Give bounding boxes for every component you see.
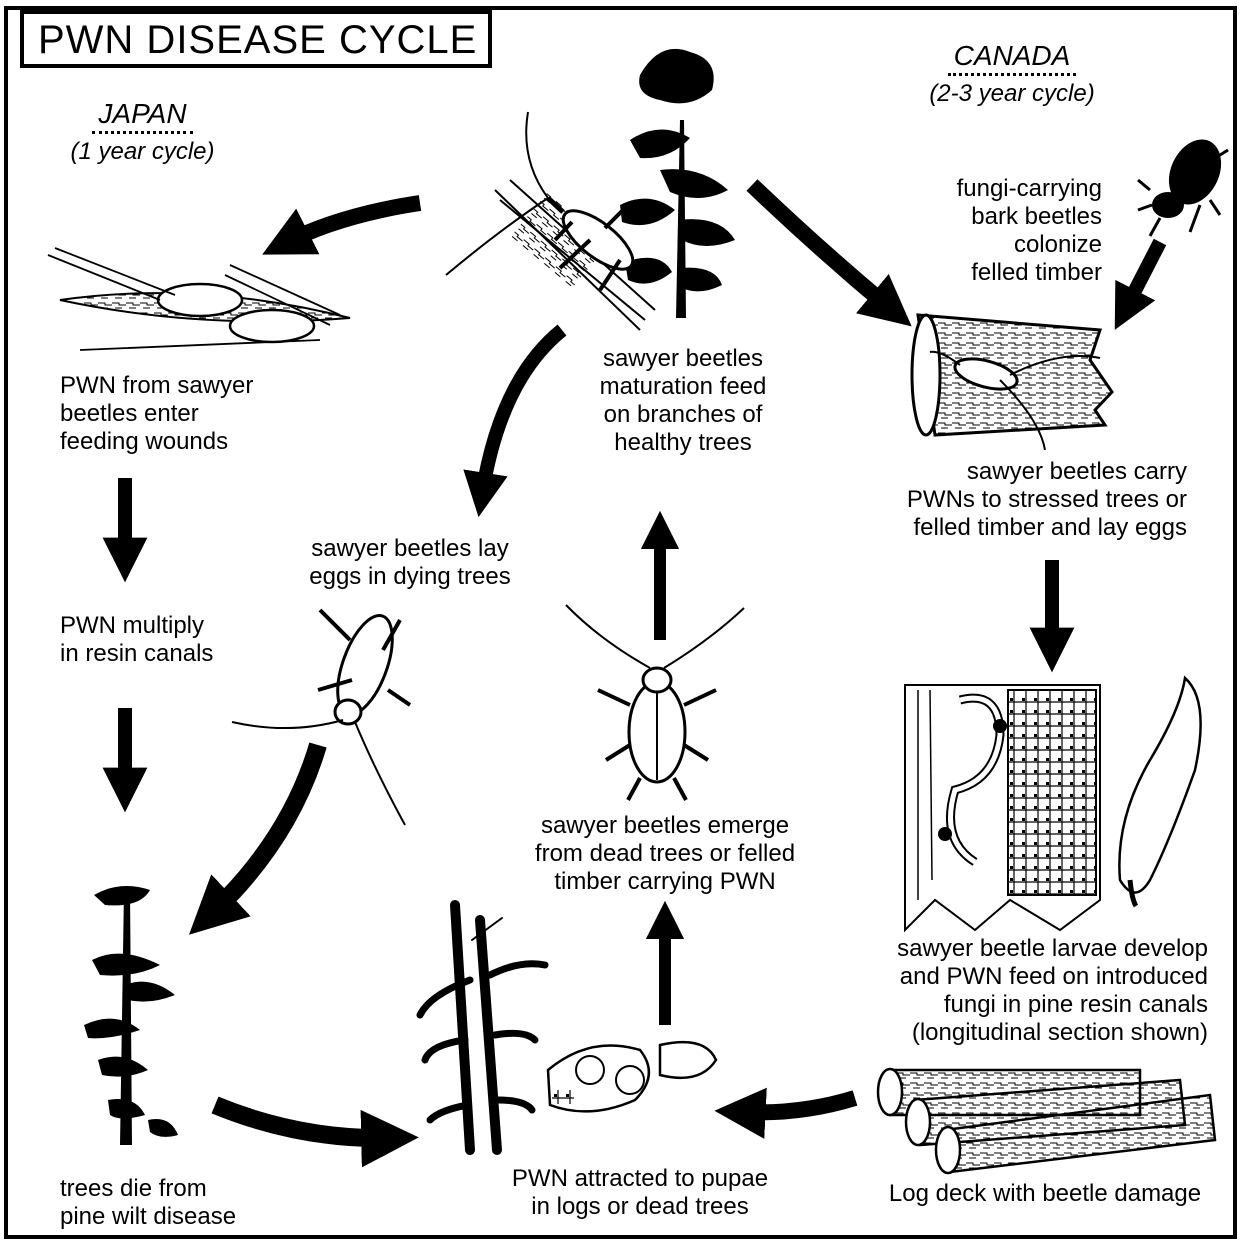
label-enter-wounds: PWN from sawyer beetles enter feeding wo… (60, 372, 253, 456)
label-emerge: sawyer beetles emerge from dead trees or… (510, 812, 820, 896)
dead-trees-illustration (420, 905, 545, 1150)
label-bark-beetles: fungi-carrying bark beetles colonize fel… (900, 175, 1102, 287)
arrow-to-dead-trees (215, 1105, 390, 1138)
felled-log-illustration (912, 315, 1112, 450)
bark-beetle-illustration (1138, 131, 1231, 236)
diagram-title: PWN DISEASE CYCLE (20, 10, 492, 68)
label-carry-pwn: sawyer beetles carry PWNs to stressed tr… (880, 458, 1187, 542)
arrow-to-wounds (285, 203, 420, 243)
log-deck-illustration (878, 1069, 1215, 1173)
feeding-wound-twig-illustration (48, 248, 350, 350)
arrow-to-dying-tree (210, 745, 318, 915)
japan-region-label: JAPAN (1 year cycle) (55, 98, 230, 166)
larva-illustration (1119, 678, 1200, 906)
label-maturation-feed: sawyer beetles maturation feed on branch… (568, 345, 798, 457)
healthy-tree-illustration (620, 49, 735, 318)
pupae-illustration (548, 1042, 716, 1111)
label-pupae: PWN attracted to pupae in logs or dead t… (490, 1165, 790, 1221)
arrow-log-deck-to-pupae (740, 1098, 855, 1112)
canada-cycle: (2-3 year cycle) (912, 80, 1112, 108)
label-log-deck: Log deck with beetle damage (870, 1180, 1220, 1208)
japan-cycle: (1 year cycle) (55, 138, 230, 166)
label-lay-eggs: sawyer beetles lay eggs in dying trees (280, 535, 540, 591)
dying-tree-illustration (84, 886, 178, 1145)
arrow-to-canada-log (752, 185, 892, 310)
canada-region-label: CANADA (2-3 year cycle) (912, 40, 1112, 108)
japan-name: JAPAN (92, 98, 192, 134)
label-multiply: PWN multiply in resin canals (60, 612, 213, 668)
arrow-to-lay-eggs (482, 330, 562, 495)
canada-name: CANADA (948, 40, 1077, 76)
egg-laying-beetle-illustration (232, 609, 410, 825)
resin-canal-section-illustration (905, 685, 1100, 930)
arrow-bark-beetles-down (1125, 242, 1160, 310)
label-trees-die: trees die from pine wilt disease (60, 1175, 236, 1231)
label-larvae: sawyer beetle larvae develop and PWN fee… (850, 935, 1208, 1047)
